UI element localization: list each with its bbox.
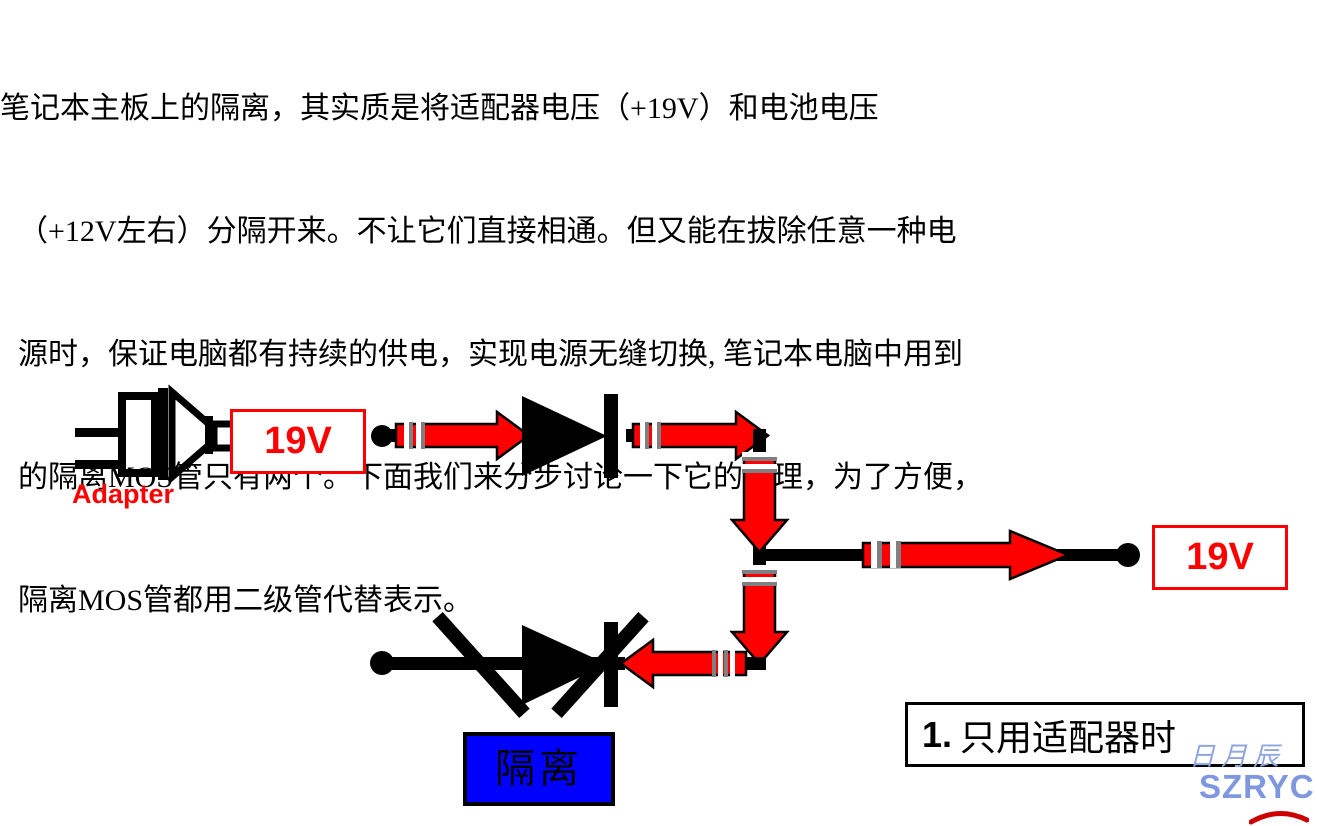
voltage-badge-output: 19V [1152,525,1288,590]
terminal-dot-battery [370,651,394,675]
terminal-dot-output [1116,543,1140,567]
adapter-label: Adapter [72,479,175,509]
isolation-cross-mark [432,612,649,718]
circuit-diagram [0,300,1317,806]
current-arrow-top-right [631,409,771,462]
current-arrow-vertical-upper [729,452,790,554]
terminal-dot-adapter-input [371,425,393,447]
current-arrow-top-left [394,409,532,462]
isolation-label-box: 隔离 [463,732,615,806]
intro-paragraph: 笔记本主板上的隔离，其实质是将适配器电压（+19V）和电池电压 （+12V左右）… [0,6,1317,662]
adapter-plug-icon [75,384,240,485]
voltage-badge-adapter: 19V [230,409,366,474]
current-arrow-vertical-lower [729,565,790,666]
prose-line-5: 隔离MOS管都用二级管代替表示。 [18,584,474,617]
watermark-arc-icon [1249,811,1309,825]
current-arrow-bottom-left [618,637,748,690]
step-caption-box: 1. 只用适配器时 [905,702,1305,767]
step-caption-text: 只用适配器时 [960,717,1177,758]
prose-line-2: （+12V左右）分隔开来。不让它们直接相通。但又能在拔除任意一种电 [18,215,957,248]
prose-line-1: 笔记本主板上的隔离，其实质是将适配器电压（+19V）和电池电压 [0,92,879,125]
step-number: 1. [922,713,953,755]
prose-line-3: 源时，保证电脑都有持续的供电，实现电源无缝切换, 笔记本电脑中用到 [18,338,963,371]
current-arrow-output [861,529,1072,581]
diode-adapter [522,394,618,478]
